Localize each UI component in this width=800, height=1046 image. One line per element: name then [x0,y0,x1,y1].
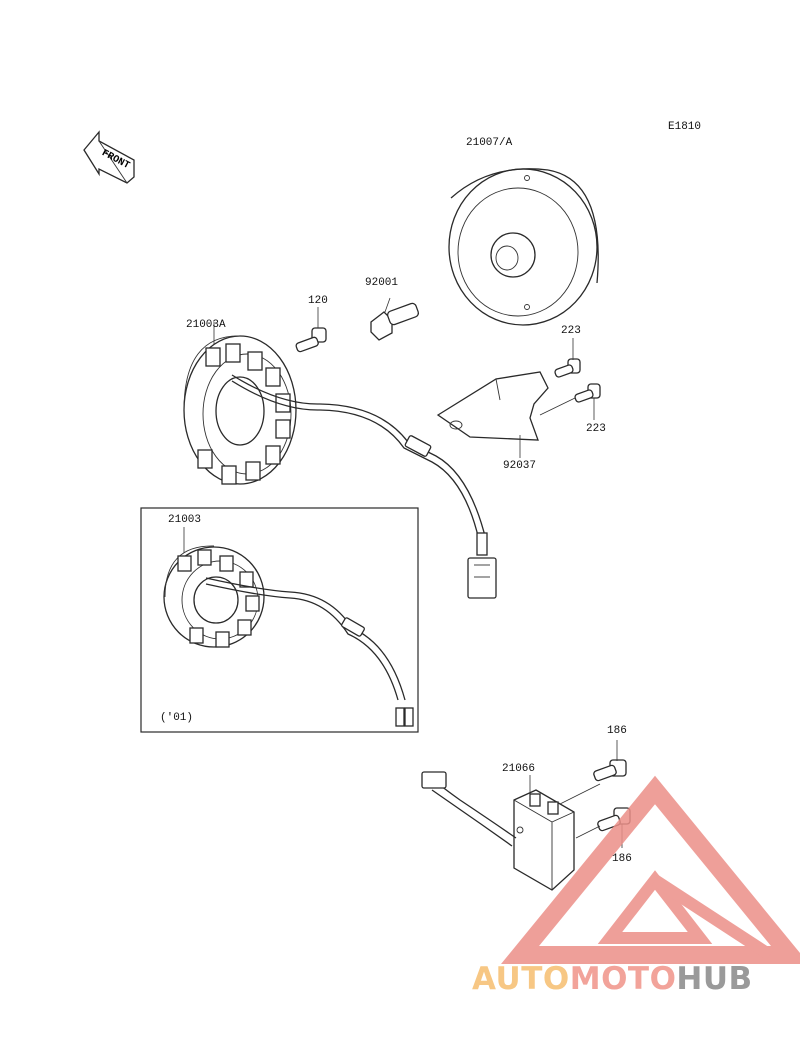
watermark-hub: HUB [676,961,753,997]
part-label-21003: 21003 [168,514,202,526]
stator-inset [163,527,414,727]
part-label-21003a: 21003A [186,319,226,331]
automotohub-logo-icon [501,775,800,964]
part-label-186-upper: 186 [607,725,627,737]
bolt-120 [295,307,327,353]
inset-note: ('01) [160,712,194,724]
part-label-21007a: 21007/A [466,137,513,149]
part-label-223-upper: 223 [561,325,581,337]
bolt-186-upper [559,740,627,805]
watermark-moto: MOTO [569,961,677,997]
part-label-92001: 92001 [365,277,399,289]
screw-223-upper [554,338,581,378]
part-label-186-lower: 186 [612,853,632,865]
part-label-120: 120 [308,295,328,307]
part-label-92037: 92037 [503,460,537,472]
front-arrow-icon: FRONT [83,130,135,184]
bolt-92001 [370,297,420,341]
part-label-21066: 21066 [502,763,536,775]
diagram-code: E1810 [668,121,702,133]
watermark-auto: AUTO [472,961,570,997]
flywheel-rotor [448,168,599,326]
regulator-21066 [421,771,575,891]
watermark: AUTOMOTOHUB [472,962,753,996]
clamp-92037 [436,371,549,458]
screw-223-lower [539,383,601,420]
inset-frame [140,507,419,733]
part-label-223-lower: 223 [586,423,606,435]
stator-main [183,322,497,599]
